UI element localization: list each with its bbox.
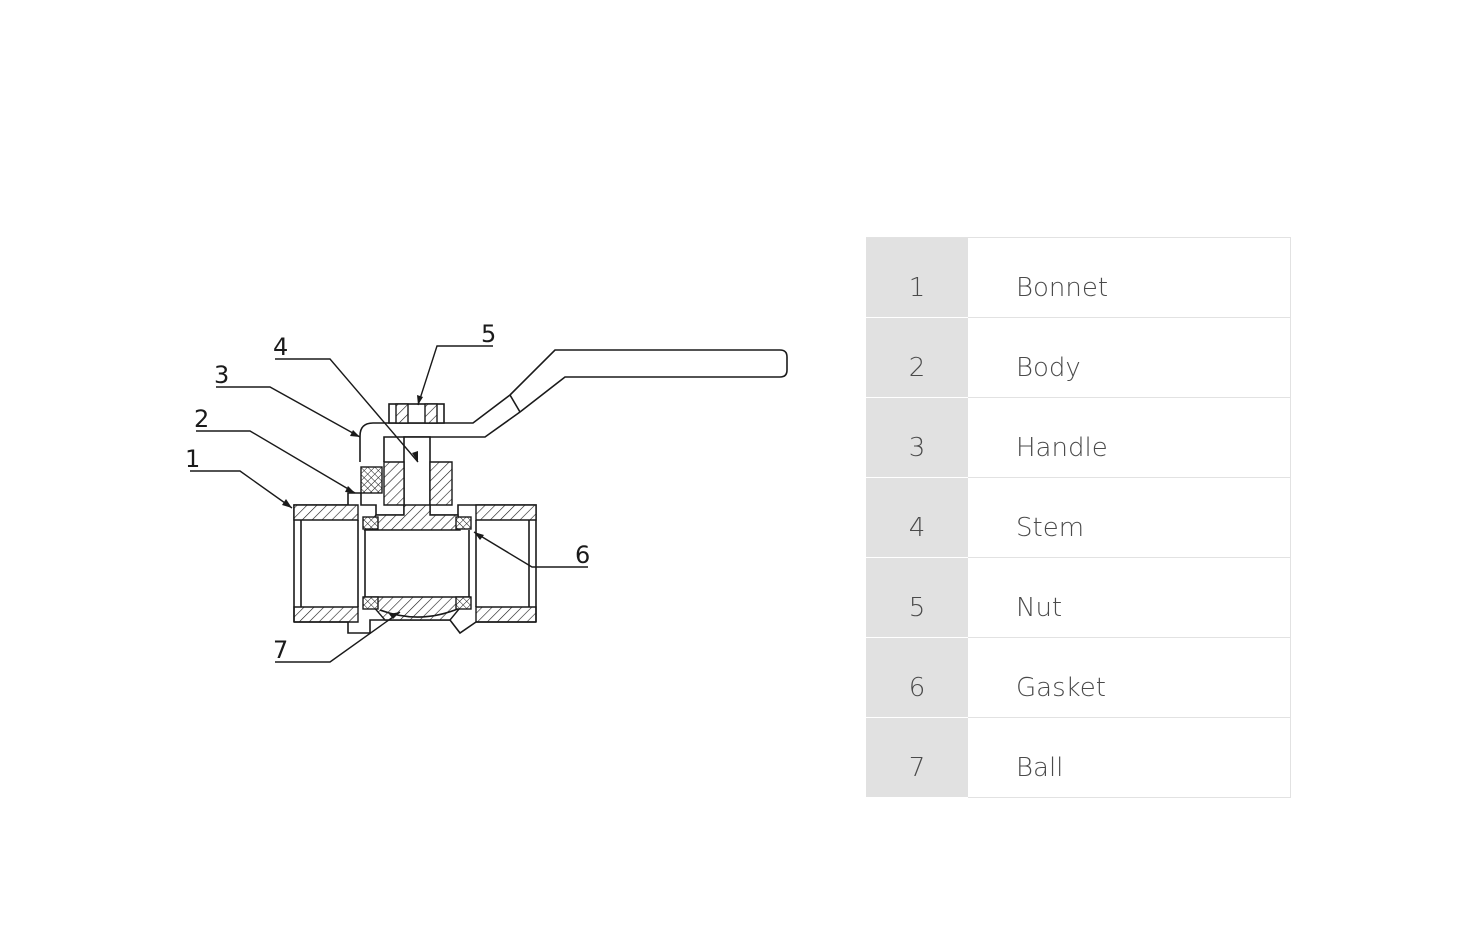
callout-6: 6 (575, 541, 590, 569)
part-name: Bonnet (968, 237, 1291, 318)
handle-lever (359, 349, 788, 462)
callout-5: 5 (481, 320, 496, 348)
callout-2: 2 (194, 405, 209, 433)
valve-body (293, 492, 537, 635)
part-number: 5 (866, 557, 968, 638)
callout-1: 1 (185, 445, 200, 473)
part-name: Body (968, 317, 1291, 398)
gaskets (362, 516, 472, 610)
callout-4: 4 (273, 333, 288, 361)
leader-lines (190, 345, 588, 663)
part-number: 4 (866, 477, 968, 558)
part-number: 7 (866, 717, 968, 798)
part-name: Nut (968, 557, 1291, 638)
part-number: 1 (866, 237, 968, 318)
part-number: 6 (866, 637, 968, 718)
part-number: 3 (866, 397, 968, 478)
part-name: Ball (968, 717, 1291, 798)
nut (388, 403, 445, 424)
part-name: Handle (968, 397, 1291, 478)
callout-7: 7 (273, 636, 288, 664)
part-number: 2 (866, 317, 968, 398)
callout-3: 3 (214, 361, 229, 389)
ball (363, 504, 471, 621)
part-name: Stem (968, 477, 1291, 558)
part-name: Gasket (968, 637, 1291, 718)
